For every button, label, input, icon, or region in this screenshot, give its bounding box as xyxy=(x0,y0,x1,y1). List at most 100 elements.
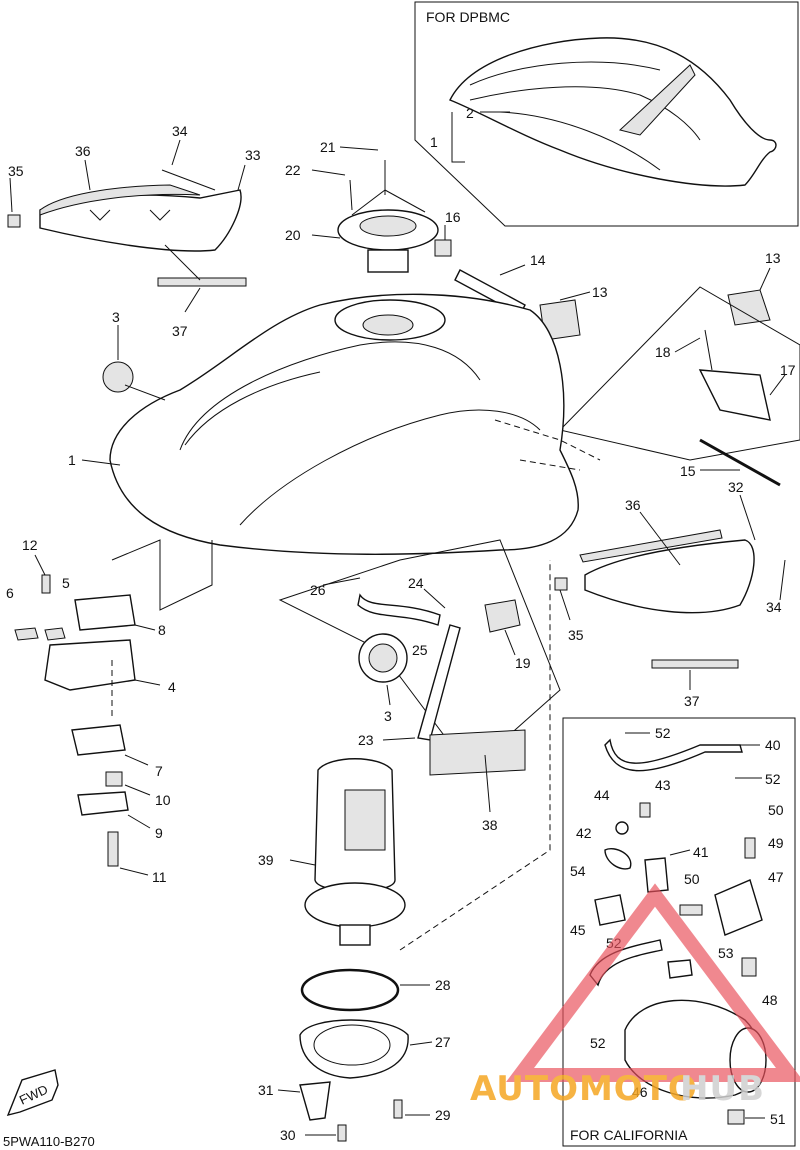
label-42: 42 xyxy=(576,825,592,841)
plate-27 xyxy=(299,1019,409,1079)
filler-cap-group: 21 22 20 xyxy=(285,139,439,273)
label-53: 53 xyxy=(718,945,734,961)
hose-group: 26 24 25 19 3 23 38 xyxy=(278,539,561,833)
label-1: 1 xyxy=(68,452,76,468)
label-13-a: 13 xyxy=(592,284,608,300)
label-4: 4 xyxy=(168,679,176,695)
label-40: 40 xyxy=(765,737,781,753)
emblem-3 xyxy=(102,361,134,393)
label-3-cap: 3 xyxy=(384,708,392,724)
label-19: 19 xyxy=(515,655,531,671)
label-51: 51 xyxy=(770,1111,786,1127)
label-8: 8 xyxy=(158,622,166,638)
bolt-30 xyxy=(337,1124,347,1142)
label-17: 17 xyxy=(780,362,796,378)
bolt-50-a xyxy=(744,837,756,859)
collar-10 xyxy=(105,771,123,787)
connector-19 xyxy=(484,599,521,633)
label-29: 29 xyxy=(435,1107,451,1123)
watermark-text-a: AUTOMOTO xyxy=(470,1069,698,1109)
label-31: 31 xyxy=(258,1082,274,1098)
label-43: 43 xyxy=(655,777,671,793)
label-3-top: 3 xyxy=(112,309,120,325)
label-33: 33 xyxy=(245,147,261,163)
valve-41 xyxy=(644,857,669,893)
plate-9 xyxy=(77,791,129,816)
hose-25 xyxy=(357,593,441,626)
label-11: 11 xyxy=(152,869,167,885)
bolt-11 xyxy=(107,831,119,867)
washer-44 xyxy=(615,821,629,835)
label-50-b: 50 xyxy=(684,871,700,887)
label-16: 16 xyxy=(445,209,461,225)
right-side-cover-group: 36 32 34 35 37 xyxy=(554,479,786,709)
bracket-4 xyxy=(44,639,136,691)
label-34-right: 34 xyxy=(766,599,782,615)
label-48: 48 xyxy=(762,992,778,1008)
label-41: 41 xyxy=(693,844,709,860)
label-25: 25 xyxy=(412,642,428,658)
gasket-28 xyxy=(300,968,400,1012)
fuel-pump-group: 39 28 27 31 30 29 xyxy=(258,560,551,1143)
bracket-31 xyxy=(299,1081,331,1121)
diagram-code: 5PWA110-B270 xyxy=(3,1134,95,1149)
label-10: 10 xyxy=(155,792,171,808)
bolt-50-b xyxy=(679,904,703,916)
left-side-cover-group: 35 36 34 33 37 xyxy=(7,123,261,339)
clamp-42 xyxy=(604,848,632,870)
bracket-17 xyxy=(698,369,771,421)
label-38: 38 xyxy=(482,817,498,833)
cap-51 xyxy=(727,1109,745,1125)
label-18: 18 xyxy=(655,344,671,360)
label-27: 27 xyxy=(435,1034,451,1050)
right-side-cover xyxy=(584,539,755,614)
bracket-8 xyxy=(74,594,136,631)
strip-37-right xyxy=(651,659,739,669)
fuel-tank-group: 3 1 xyxy=(68,293,601,555)
label-46: 46 xyxy=(632,1084,648,1100)
label-35-left: 35 xyxy=(8,163,24,179)
dpbmc-title: FOR DPBMC xyxy=(426,9,510,25)
label-26: 26 xyxy=(310,582,326,598)
label-36-left: 36 xyxy=(75,143,91,159)
joint-54 xyxy=(594,894,626,926)
label-28: 28 xyxy=(435,977,451,993)
label-13-b: 13 xyxy=(765,250,781,266)
label-15: 15 xyxy=(680,463,696,479)
fwd-arrow: FWD xyxy=(6,1069,59,1117)
hose-40 xyxy=(604,738,743,772)
label-47: 47 xyxy=(768,869,784,885)
bracket-parts-group: 12 6 5 8 4 7 10 9 11 xyxy=(6,537,213,885)
watermark: AUTOMOTO HUB xyxy=(470,883,800,1109)
bracket-7 xyxy=(71,724,126,756)
label-5: 5 xyxy=(62,575,70,591)
label-14: 14 xyxy=(530,252,546,268)
label-50-a: 50 xyxy=(768,802,784,818)
label-32: 32 xyxy=(728,479,744,495)
label-36-right: 36 xyxy=(625,497,641,513)
label-21: 21 xyxy=(320,139,336,155)
bracket-47 xyxy=(714,879,763,936)
label-1-dpbmc: 1 xyxy=(430,134,438,150)
label-6: 6 xyxy=(6,585,14,601)
label-54: 54 xyxy=(570,863,586,879)
dpbmc-box: FOR DPBMC 2 1 xyxy=(414,1,799,227)
label-24: 24 xyxy=(408,575,424,591)
bolt-12 xyxy=(41,574,51,594)
label-7: 7 xyxy=(155,763,163,779)
sheet-38 xyxy=(429,729,526,776)
damper-16 xyxy=(434,239,452,257)
grommet-35-right xyxy=(554,577,568,591)
label-2: 2 xyxy=(466,105,474,121)
label-35-right: 35 xyxy=(568,627,584,643)
label-23: 23 xyxy=(358,732,374,748)
label-22: 22 xyxy=(285,162,301,178)
clip-53 xyxy=(667,959,693,979)
label-49: 49 xyxy=(768,835,784,851)
washer-6 xyxy=(14,627,39,641)
mount-parts-group: 16 14 13 13 18 17 15 xyxy=(434,209,800,487)
fuel-tank xyxy=(109,293,579,555)
grommet-48 xyxy=(741,957,757,977)
bolt-29 xyxy=(393,1099,403,1119)
